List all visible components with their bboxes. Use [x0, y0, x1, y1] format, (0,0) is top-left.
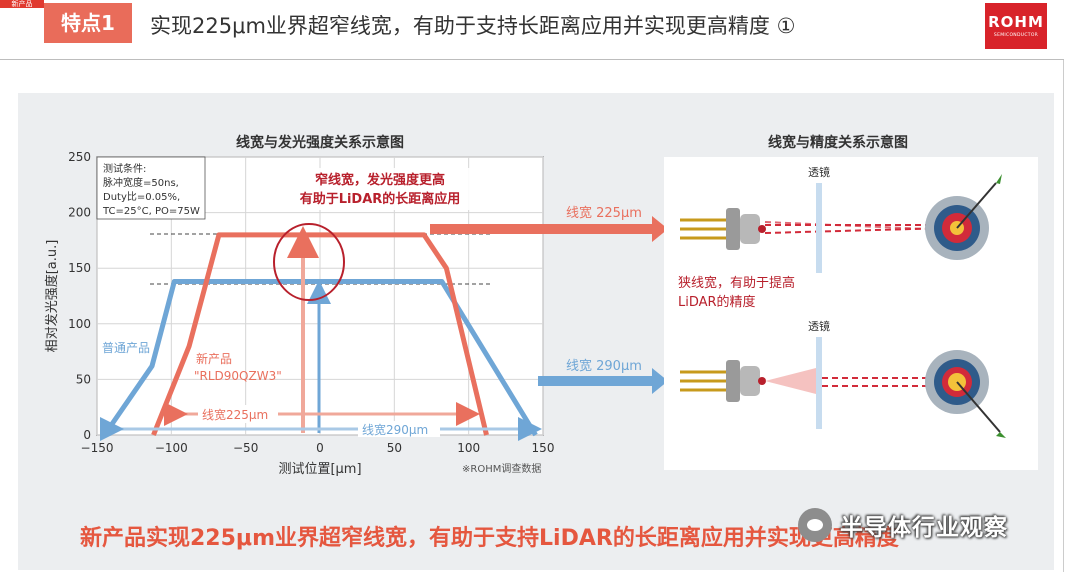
diagram-box — [664, 157, 1038, 470]
arrow-label-225: 线宽 225μm — [566, 205, 642, 221]
connector-arrow-225 — [430, 216, 668, 242]
x-tick-label: −50 — [233, 441, 258, 455]
width-label-290: 线宽290μm — [362, 422, 428, 437]
test-condition-line: 脉冲宽度=50ns, — [103, 176, 179, 189]
target-icon — [925, 174, 1002, 260]
beam-cone-bottom — [765, 368, 816, 394]
test-condition-line: TC=25°C, PO=75W — [102, 206, 200, 217]
lens-label: 透镜 — [808, 319, 830, 333]
x-tick-label: 0 — [316, 441, 324, 455]
wechat-icon — [798, 508, 832, 542]
callout-text: 窄线宽，发光强度更高 — [315, 172, 445, 188]
test-condition-line: 测试条件: — [103, 162, 146, 175]
x-tick-label: 100 — [457, 441, 480, 455]
x-tick-label: −100 — [155, 441, 188, 455]
source-note: ※ROHM调查数据 — [462, 462, 541, 475]
y-tick-label: 250 — [68, 150, 91, 164]
x-axis-label: 测试位置[μm] — [278, 462, 361, 477]
logo-name: ROHM — [988, 13, 1044, 31]
slide-title: 实现225μm业界超窄线宽，有助于支持长距离应用并实现更高精度 ① — [150, 14, 796, 38]
axis-ticks: 0 50 100 150 200 250 −150 −100 −50 0 50 100 150 — [68, 150, 554, 455]
y-tick-label: 100 — [68, 317, 91, 331]
callout-text: 有助于LiDAR的长距离应用 — [300, 191, 461, 207]
width-label-225: 线宽225μm — [202, 407, 268, 422]
header-divider — [0, 59, 1064, 60]
series-line-new-product — [151, 232, 489, 436]
connector-arrow-290 — [538, 368, 668, 394]
peak-highlight-circle — [273, 223, 345, 301]
y-axis-label: 相对发光强度[a.u.] — [44, 240, 60, 353]
corner-tab: 新产品 — [0, 0, 44, 8]
watermark: 半导体行业观察 — [798, 506, 1008, 544]
logo-sub: SEMICONDUCTOR — [993, 33, 1039, 38]
series-label-new: 新产品 — [196, 351, 232, 366]
callout-bg — [268, 168, 492, 210]
width-label-bg — [358, 421, 440, 437]
x-tick-label: −150 — [81, 441, 114, 455]
lens-top — [816, 183, 822, 273]
x-tick-label: 150 — [532, 441, 555, 455]
series-line-old-product — [102, 279, 538, 437]
laser-diode-icon — [680, 208, 766, 250]
diagram-note: 狭线宽，有助于提高 — [678, 275, 795, 291]
test-condition-box — [96, 156, 206, 220]
series-label-new: "RLD90QZW3" — [194, 369, 282, 383]
beam-top — [764, 221, 951, 231]
test-condition-line: Duty比=0.05%, — [103, 191, 180, 203]
chart-title: 线宽与发光强度关系示意图 — [236, 134, 404, 151]
target-icon — [925, 350, 1006, 438]
x-tick-label: 50 — [387, 441, 402, 455]
diagram-title: 线宽与精度关系示意图 — [768, 134, 908, 151]
feature-badge: 特点1 — [44, 3, 132, 43]
y-tick-label: 200 — [68, 206, 91, 220]
lens-label: 透镜 — [808, 165, 830, 179]
y-tick-label: 50 — [76, 372, 91, 386]
arrow-label-290: 线宽 290μm — [566, 358, 642, 374]
rohm-logo: ROHM SEMICONDUCTOR — [985, 3, 1047, 49]
lens-bottom — [816, 337, 822, 429]
right-divider — [1063, 60, 1064, 572]
watermark-text: 半导体行业观察 — [840, 515, 1008, 541]
footer-headline: 新产品实现225μm业界超窄线宽，有助于支持LiDAR的长距离应用并实现更高精度 — [80, 526, 899, 551]
series-label-old: 普通产品 — [102, 341, 150, 355]
y-tick-label: 150 — [68, 261, 91, 275]
y-tick-label: 0 — [83, 428, 91, 442]
diagram-note: LiDAR的精度 — [678, 294, 756, 310]
laser-diode-icon — [680, 360, 766, 402]
